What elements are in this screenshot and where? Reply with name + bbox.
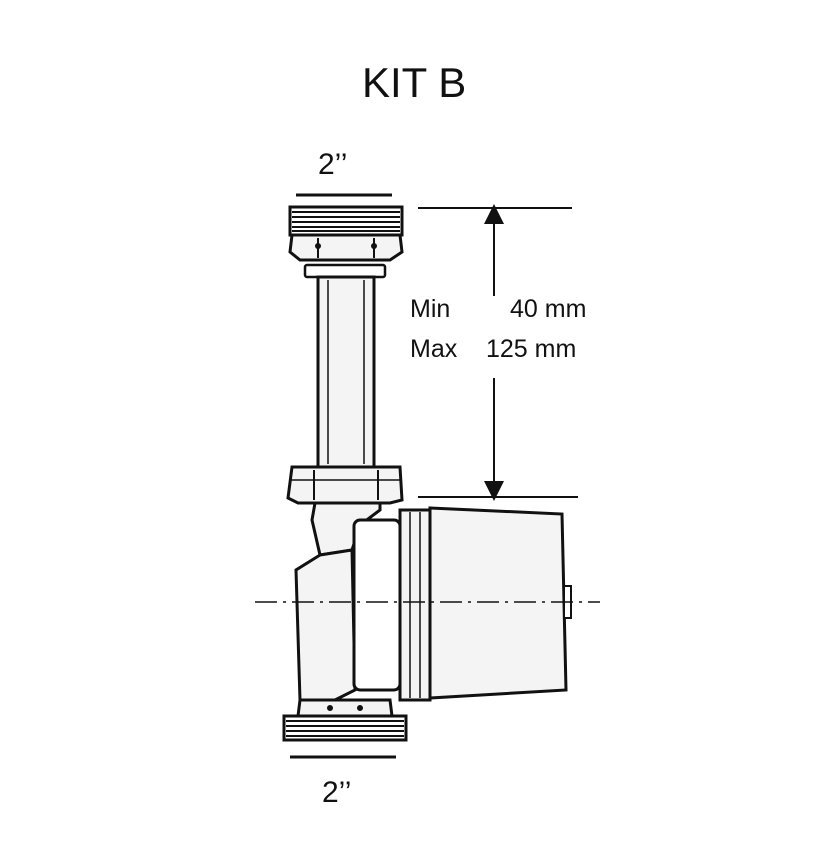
top-threaded-fitting [288,205,404,262]
top-connection-size-label: 2’’ [318,148,348,181]
dimension-min-label: Min [410,295,451,323]
diagram-title: KIT B [362,59,467,106]
union-nut [286,465,404,505]
dimension-max-value: 125 mm [486,335,577,363]
dimension-min-value: 40 mm [510,295,587,323]
washer [303,263,387,279]
motor-housing [428,506,572,700]
bottom-connection-size-label: 2’’ [322,776,352,809]
extension-pipe [316,275,376,469]
pump-volute [294,548,357,702]
bottom-threaded-fitting [282,698,408,742]
dimension-max-label: Max [410,335,458,363]
pump-flange [352,518,402,692]
